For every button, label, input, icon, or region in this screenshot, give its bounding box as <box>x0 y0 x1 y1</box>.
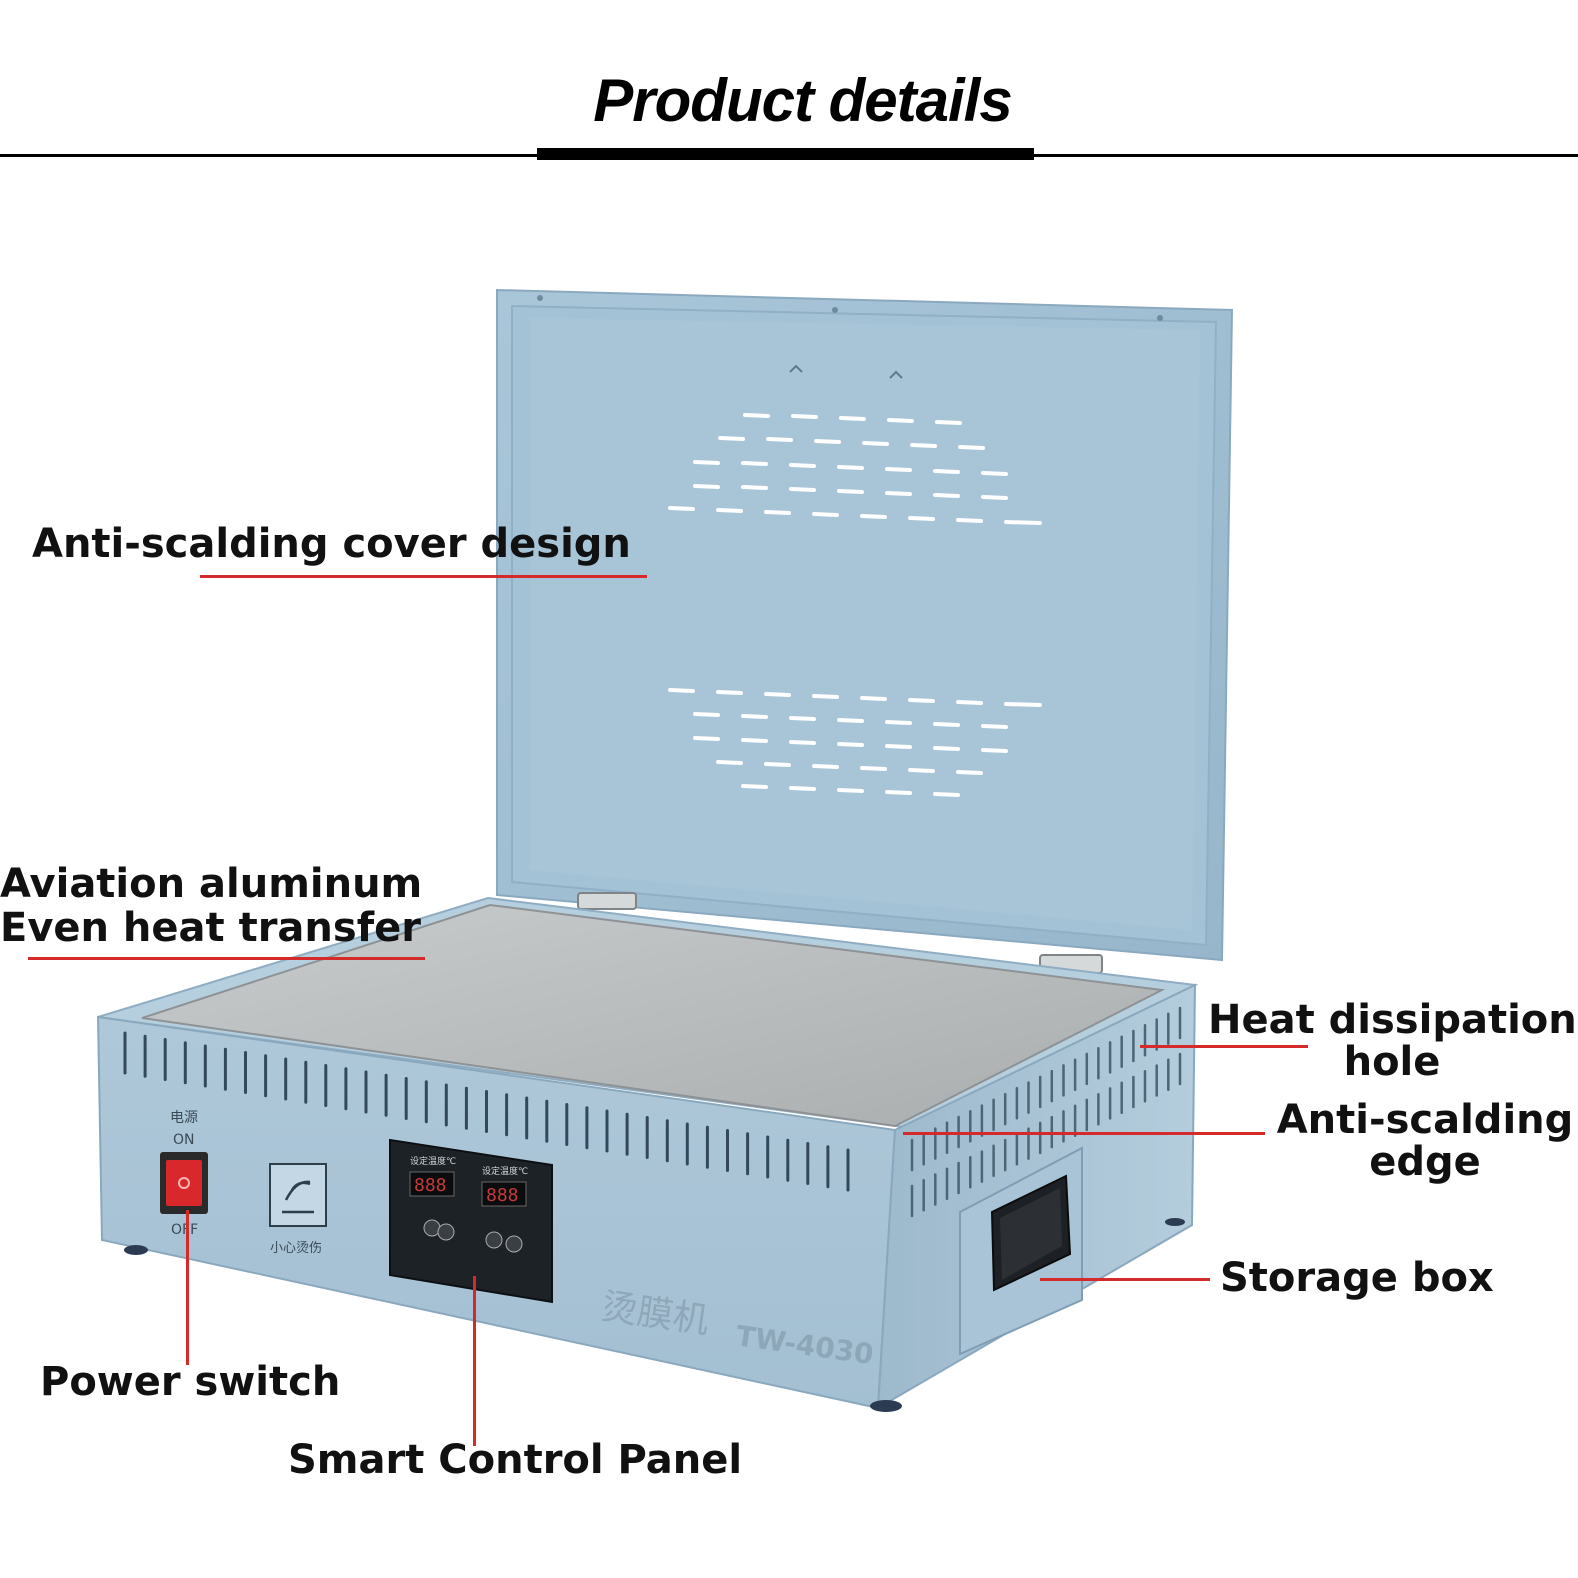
label-power: Power switch <box>40 1359 341 1405</box>
smart-control-panel: 888 888 设定温度℃ 设定温度℃ <box>389 1138 553 1304</box>
power-label-cn: 电源 <box>170 1110 198 1126</box>
label-edge-line1: Anti-scalding <box>1276 1097 1574 1143</box>
temperature-display-1: 888 <box>414 1175 447 1196</box>
temperature-display-2: 888 <box>486 1185 519 1206</box>
aluminum-heating-plate <box>141 903 1166 1128</box>
page-title: Product details <box>593 67 1012 134</box>
leader-line-heat-hole <box>1140 1045 1308 1048</box>
storage-drawer <box>959 1146 1083 1356</box>
power-on-label: ON <box>173 1132 195 1148</box>
label-plate-line1: Aviation aluminum <box>0 861 423 907</box>
front-vent-slots <box>123 1031 850 1192</box>
label-panel: Smart Control Panel <box>288 1437 743 1483</box>
leader-line-storage <box>1040 1278 1210 1281</box>
leader-line-edge <box>903 1132 1265 1135</box>
leader-line-cover <box>200 575 647 578</box>
title-underline <box>537 148 1034 160</box>
leader-line-plate <box>28 957 425 960</box>
label-plate-line2: Even heat transfer <box>0 905 421 951</box>
label-storage: Storage box <box>1220 1255 1494 1301</box>
label-heat-line2: hole <box>1343 1039 1441 1085</box>
power-off-label: OFF <box>171 1222 198 1238</box>
label-heat-line1: Heat dissipation <box>1208 997 1577 1043</box>
label-cover: Anti-scalding cover design <box>32 521 631 567</box>
leader-line-panel <box>473 1276 476 1446</box>
caution-label: 小心烫伤 <box>270 1241 322 1256</box>
hot-surface-warning-icon <box>269 1163 327 1227</box>
lid-vents-lower <box>668 688 1042 797</box>
base-feet <box>124 1218 1185 1412</box>
label-edge-line2: edge <box>1369 1139 1481 1185</box>
panel-title-2: 设定温度℃ <box>482 1165 528 1177</box>
panel-title-1: 设定温度℃ <box>410 1155 456 1167</box>
lid-vents-upper <box>668 413 1042 525</box>
lid <box>496 288 1234 962</box>
power-switch <box>160 1152 208 1214</box>
leader-line-power <box>186 1210 189 1365</box>
